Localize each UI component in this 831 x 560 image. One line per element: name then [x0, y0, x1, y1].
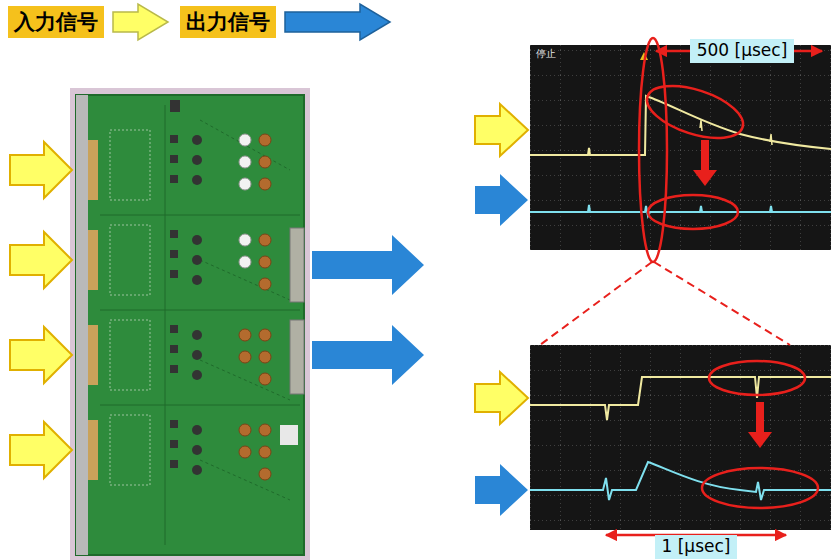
highlight-ellipse: [639, 38, 818, 508]
legend-arrow: [284, 2, 392, 42]
output-arrow: [312, 235, 424, 385]
legend-arrow: [112, 2, 170, 42]
oscilloscope-screen: [530, 45, 831, 250]
input-arrow: [10, 142, 72, 478]
dimension-arrow: [606, 51, 822, 535]
input-arrow: [475, 104, 528, 424]
zoom-line: [540, 262, 790, 345]
oscilloscope-screen: [530, 345, 831, 530]
scope-status: 停止: [536, 47, 556, 61]
dimension-label: 1 [μsec]: [655, 535, 738, 558]
dimension-text: 1 [μsec]: [662, 536, 731, 557]
legend-label: 入力信号: [8, 6, 104, 38]
dimension-label: 500 [μsec]: [690, 39, 795, 62]
legend-label: 出力信号: [180, 6, 276, 38]
pcb-photo: [70, 88, 310, 560]
red-down-arrow: [693, 140, 772, 448]
dimension-text: 500 [μsec]: [697, 40, 788, 61]
output-arrow: [475, 174, 528, 516]
